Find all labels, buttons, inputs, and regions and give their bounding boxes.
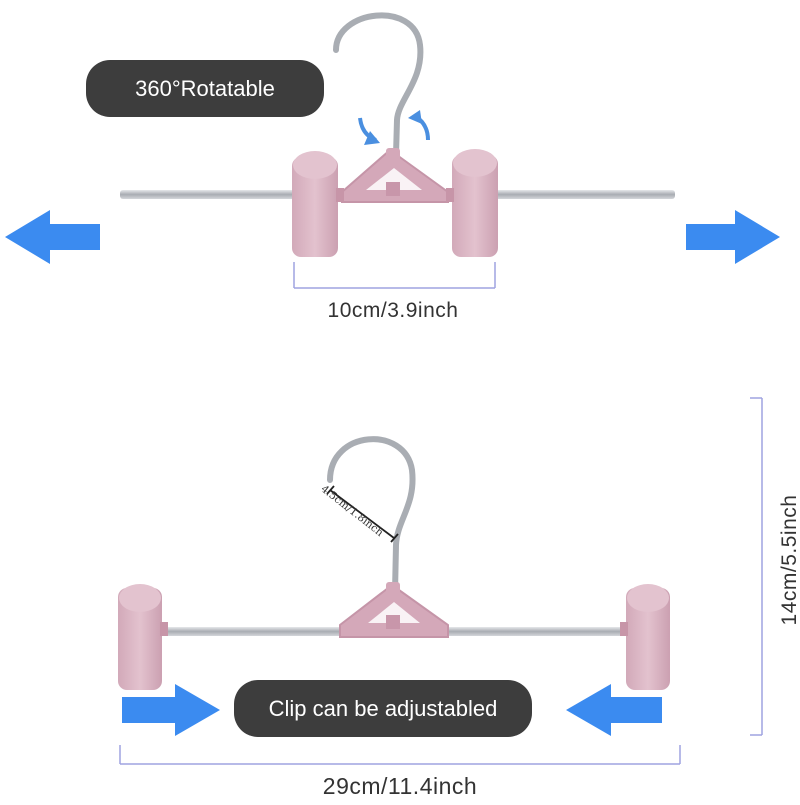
bottom-width-dimension: [119, 745, 681, 765]
top-hanger: [5, 12, 780, 289]
adjustable-badge-text: Clip can be adjustabled: [268, 695, 498, 721]
top-left-clip: [292, 151, 344, 257]
rotatable-badge-text: 360°Rotatable: [135, 75, 275, 101]
rotate-arrow-icon: [358, 110, 430, 145]
hook-dimension: [326, 485, 399, 543]
arrow-left-icon: [566, 684, 662, 736]
bottom-left-clip: [118, 584, 168, 690]
arrow-right-icon: [686, 210, 780, 264]
bottom-right-clip: [620, 584, 670, 690]
height-label: 14cm/5.5inch: [778, 494, 800, 626]
arrow-left-icon: [5, 210, 100, 264]
rotatable-badge: 360°Rotatable: [86, 60, 324, 117]
top-center-bracket: [341, 148, 449, 203]
bottom-hook: [327, 436, 416, 595]
top-clip-gap-dimension: [293, 262, 496, 289]
bottom-center-bracket: [339, 582, 449, 638]
adjustable-badge: Clip can be adjustabled: [234, 680, 532, 737]
top-right-clip: [446, 149, 498, 257]
width-label: 29cm/11.4inch: [322, 773, 478, 799]
top-hook: [333, 12, 424, 158]
clip-gap-label: 10cm/3.9inch: [327, 299, 459, 322]
bottom-height-dimension: [750, 397, 763, 736]
arrow-right-icon: [122, 684, 220, 736]
bottom-hanger: [118, 397, 763, 765]
